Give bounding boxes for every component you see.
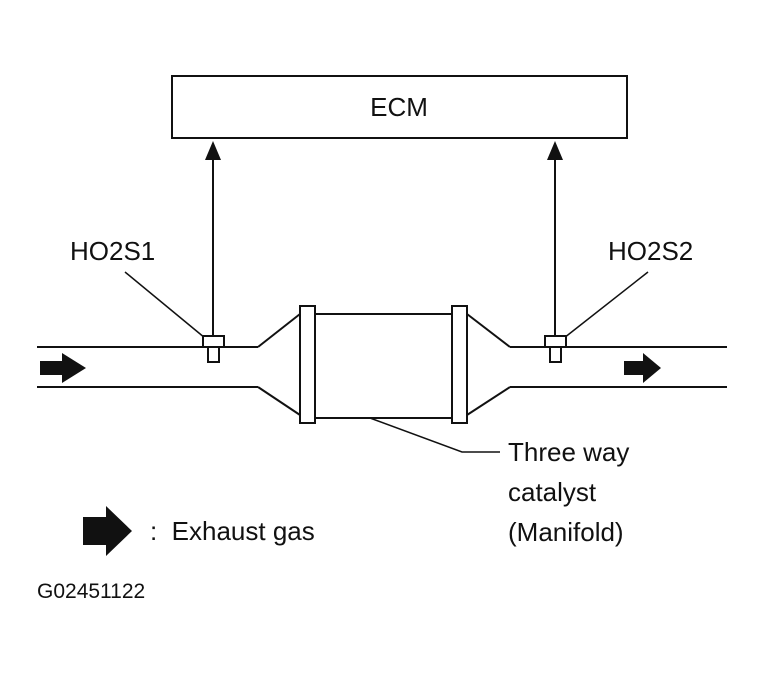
catalyst-flange-left <box>299 305 316 424</box>
figure-id: G02451122 <box>37 580 145 603</box>
ecm-box <box>171 75 628 139</box>
signal-line-ho2s2 <box>547 141 563 336</box>
catalyst-body <box>314 313 453 419</box>
ho2s2-sensor <box>544 335 567 363</box>
catalyst-leader-line <box>369 417 500 453</box>
flow-arrow-icon <box>624 353 661 383</box>
catalyst-flange-right <box>451 305 468 424</box>
signal-line-ho2s1 <box>205 141 221 336</box>
ho2s2-leader-line <box>563 271 649 339</box>
catalyst-label-line1: Three way <box>508 437 629 467</box>
ho2s1-sensor <box>202 335 225 363</box>
ho2s1-leader-line <box>124 271 206 339</box>
legend-flow-arrow-icon <box>83 506 132 556</box>
ho2s2-label: HO2S2 <box>608 236 693 266</box>
ho2s1-label: HO2S1 <box>70 236 155 266</box>
catalyst-label-line3: (Manifold) <box>508 517 624 547</box>
flow-arrow-icon <box>40 353 86 383</box>
catalyst-label-line2: catalyst <box>508 477 597 507</box>
three-way-catalyst <box>299 305 468 424</box>
legend-text: : Exhaust gas <box>150 516 315 546</box>
ecm-label: ECM <box>370 92 428 122</box>
exhaust-pipe <box>37 313 727 416</box>
